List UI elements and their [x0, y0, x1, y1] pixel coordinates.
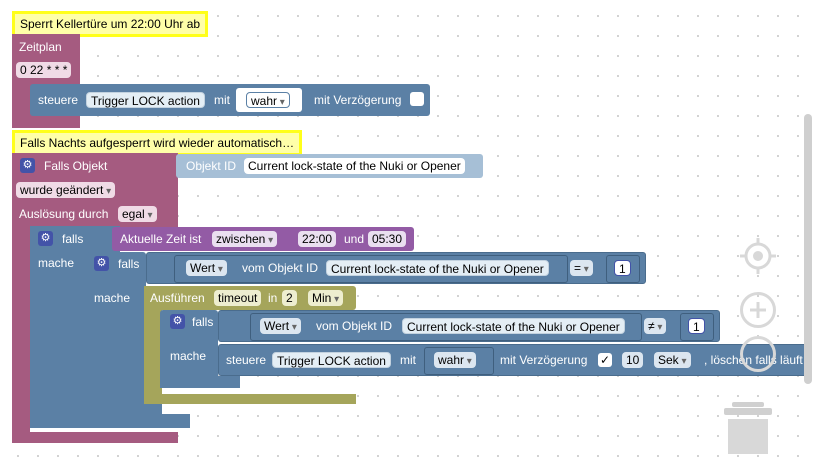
action-delay-field[interactable]: 10	[622, 352, 644, 368]
timeout-in-label: in	[268, 291, 278, 305]
if2-from-object-label: vom Objekt ID	[242, 261, 319, 275]
trigger-object-field[interactable]: Current lock-state of the Nuki or Opener	[244, 158, 465, 174]
time-operator-dropdown[interactable]: zwischen	[212, 231, 278, 247]
timeout-kind-field[interactable]: timeout	[214, 290, 262, 306]
time-to-field[interactable]: 05:30	[368, 231, 407, 247]
timeout-bottom	[144, 394, 356, 404]
action-control-label: steuere	[226, 353, 267, 367]
gear-icon[interactable]: ⚙	[94, 256, 109, 271]
if1-if-label: falls	[62, 232, 84, 246]
current-time-label: Aktuelle Zeit ist	[120, 232, 202, 246]
if2-bottom	[86, 404, 162, 418]
gear-icon[interactable]: ⚙	[20, 158, 35, 173]
action-delay-label: mit Verzögerung	[500, 353, 588, 367]
trigger-label: Falls Objekt	[44, 159, 108, 173]
timeout-amount-field[interactable]: 2	[282, 290, 297, 306]
checkmark-icon[interactable]: ✓	[598, 353, 612, 367]
if3-if-label: falls	[192, 315, 214, 329]
schedule-with-label: mit	[214, 93, 230, 107]
action-value-dropdown[interactable]: wahr	[434, 352, 476, 368]
schedule-target-field[interactable]: Trigger LOCK action	[86, 92, 205, 108]
schedule-control-label: steuere	[38, 93, 79, 107]
comment-schedule[interactable]: Sperrt Kellertüre um 22:00 Uhr ab	[12, 11, 209, 37]
if2-object-field[interactable]: Current lock-state of the Nuki or Opener	[326, 260, 549, 276]
trash-icon[interactable]	[722, 400, 774, 454]
schedule-delay-checkbox[interactable]	[410, 92, 424, 106]
if2-operator-dropdown[interactable]: =	[570, 260, 593, 276]
trigger-by-label: Auslösung durch	[19, 207, 109, 221]
trigger-by-dropdown[interactable]: egal	[118, 206, 157, 222]
if3-operator-dropdown[interactable]: ≠	[644, 318, 667, 334]
vertical-scrollbar[interactable]	[804, 114, 812, 384]
if2-number-field[interactable]: 1	[614, 260, 631, 276]
if2-do-label: mache	[94, 291, 131, 305]
if3-object-field[interactable]: Current lock-state of the Nuki or Opener	[402, 318, 625, 334]
action-with-label: mit	[400, 353, 416, 367]
if3-number-field[interactable]: 1	[688, 318, 705, 334]
action-unit-dropdown[interactable]: Sek	[654, 352, 691, 368]
if3-bottom	[160, 376, 240, 388]
timeout-spine	[144, 286, 162, 404]
schedule-block-bottom	[12, 118, 37, 128]
if3-do-label: mache	[170, 349, 207, 363]
trigger-condition-dropdown[interactable]: wurde geändert	[16, 182, 116, 198]
gear-icon[interactable]: ⚙	[170, 314, 185, 329]
schedule-cron-field[interactable]: 0 22 * * *	[16, 62, 72, 78]
if3-value-kind-dropdown[interactable]: Wert	[260, 318, 301, 334]
if2-if-label: falls	[118, 257, 140, 271]
trigger-block-bottom	[12, 432, 178, 443]
trigger-object-id-label: Objekt ID	[186, 159, 237, 173]
schedule-label: Zeitplan	[19, 40, 62, 54]
if2-value-kind-dropdown[interactable]: Wert	[186, 260, 227, 276]
schedule-delay-label: mit Verzögerung	[314, 93, 402, 107]
if1-do-label: mache	[38, 256, 75, 270]
if3-from-object-label: vom Objekt ID	[316, 319, 393, 333]
timeout-unit-dropdown[interactable]: Min	[308, 290, 344, 306]
action-target-field[interactable]: Trigger LOCK action	[272, 352, 391, 368]
zoom-in-icon[interactable]	[740, 292, 776, 328]
time-and-label: und	[344, 232, 365, 246]
zoom-out-icon[interactable]	[740, 336, 776, 372]
trigger-block-spine	[12, 153, 30, 443]
if2-block[interactable]	[86, 252, 146, 418]
timeout-label: Ausführen	[150, 291, 205, 305]
if3-block[interactable]	[160, 310, 218, 388]
gear-icon[interactable]: ⚙	[38, 231, 53, 246]
time-from-field[interactable]: 22:00	[298, 231, 337, 247]
schedule-value-dropdown[interactable]: wahr	[246, 92, 290, 108]
recenter-icon[interactable]	[738, 236, 778, 276]
